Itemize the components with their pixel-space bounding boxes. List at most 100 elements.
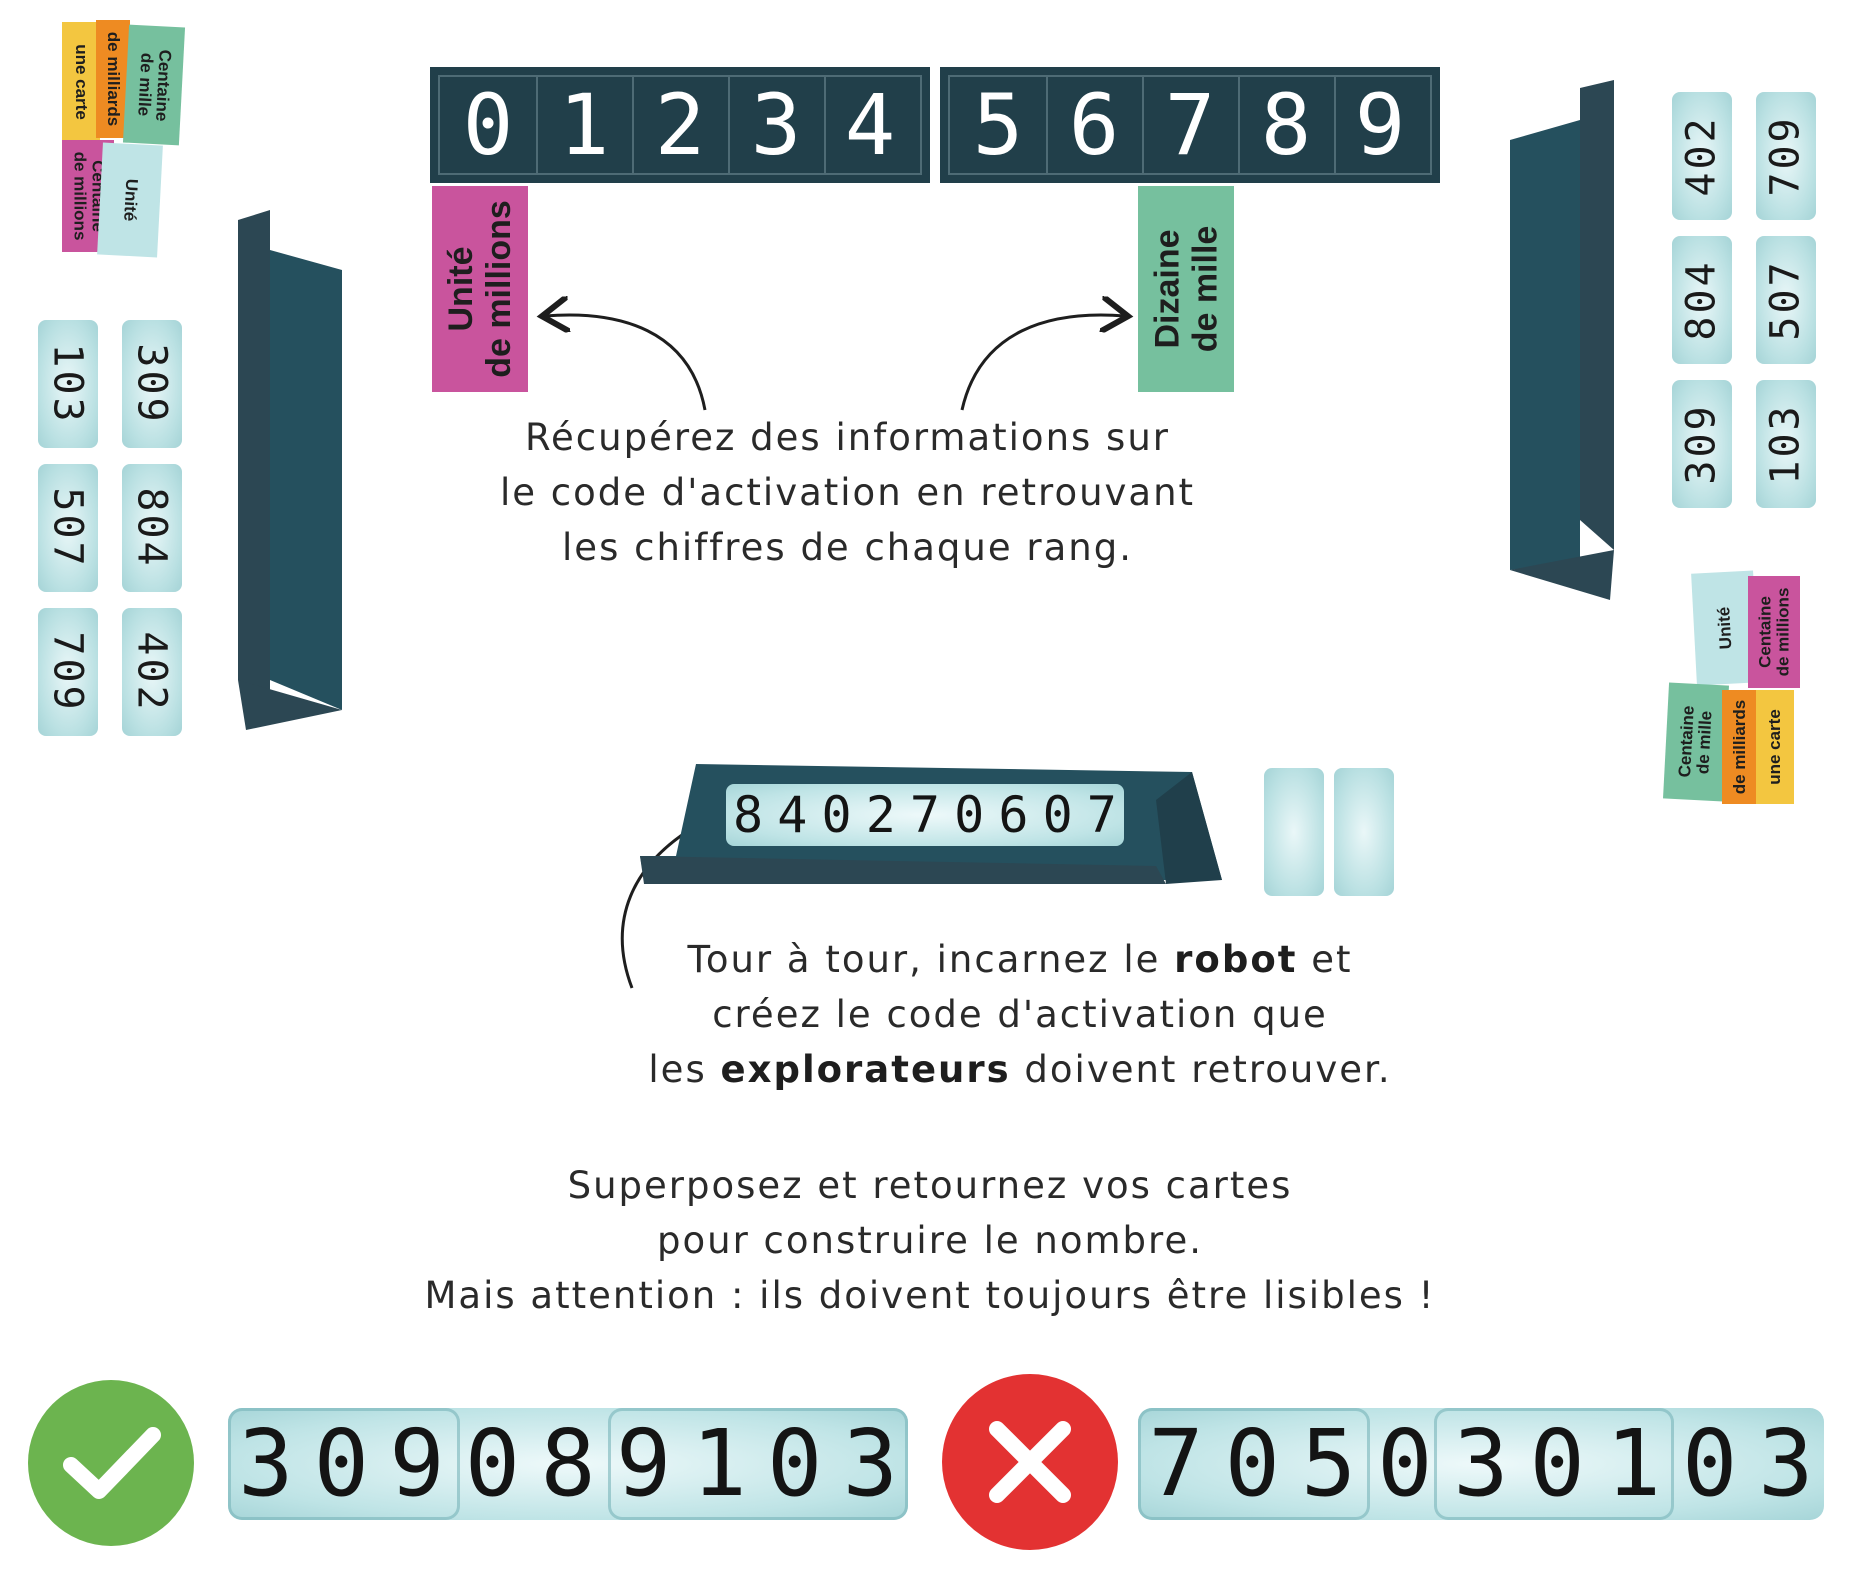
number-card[interactable]: 103: [38, 320, 98, 448]
turn-line: Tour à tour, incarnez le robot et: [620, 932, 1420, 987]
intro-text: Récupérez des informations sur le code d…: [430, 410, 1265, 575]
digit-cell: 3: [728, 76, 826, 174]
digit-cell: 2: [632, 76, 730, 174]
digit-cell: 5: [950, 76, 1048, 174]
turn-robot-word: robot: [1174, 938, 1298, 981]
card-number: 804: [129, 487, 175, 569]
example-digit: 1: [1605, 1410, 1662, 1517]
tag-text: Centaine de mille: [1675, 705, 1716, 778]
card-number: 709: [1763, 115, 1809, 197]
card-number: 507: [45, 487, 91, 569]
code-digit: 8: [733, 786, 764, 844]
number-card[interactable]: 402: [122, 608, 182, 736]
number-card[interactable]: 804: [1672, 236, 1732, 364]
card-number: 309: [129, 343, 175, 425]
code-digit: 6: [998, 786, 1029, 844]
turn-explorateurs-word: explorateurs: [720, 1048, 1011, 1091]
number-card[interactable]: 507: [1756, 236, 1816, 364]
tag-centaine-millions: Centaine de millions: [1748, 576, 1800, 688]
turn-fragment: doivent retrouver.: [1010, 1048, 1392, 1091]
tag-text: de milliards: [104, 31, 124, 127]
digit-cell: 1: [536, 76, 634, 174]
example-digit: 3: [842, 1410, 898, 1517]
tag-text: de milliards: [1730, 699, 1750, 795]
card-number: 103: [1763, 403, 1809, 485]
example-digit: 9: [615, 1410, 672, 1517]
code-digit: 0: [954, 786, 985, 844]
turn-fragment: Tour à tour, incarnez le: [687, 938, 1175, 981]
tag-une-carte: une carte: [62, 22, 100, 142]
card-number: 804: [1679, 259, 1725, 341]
digit-cell: 6: [1046, 76, 1144, 174]
digit-strip-left: 0 1 2 3 4: [430, 67, 930, 183]
number-card[interactable]: 709: [38, 608, 98, 736]
example-digit: 0: [464, 1410, 521, 1517]
digit-strip-right: 5 6 7 8 9: [940, 67, 1440, 183]
example-digit: 3: [1758, 1410, 1814, 1517]
digit-cell: 8: [1238, 76, 1336, 174]
card-number: 709: [45, 631, 91, 713]
example-digit: 3: [238, 1410, 294, 1517]
number-card[interactable]: 507: [38, 464, 98, 592]
digit-cell: 7: [1142, 76, 1240, 174]
tag-text: Centaine de mille: [134, 49, 175, 122]
card-stand-left: [238, 210, 342, 730]
example-digit: 7: [1148, 1410, 1204, 1517]
blank-card[interactable]: [1334, 768, 1394, 896]
card-edge: [608, 1408, 908, 1520]
digit-cell: 0: [440, 76, 538, 174]
close-icon: [942, 1374, 1118, 1550]
tag-une-carte: une carte: [1756, 690, 1794, 804]
card-number: 402: [1679, 115, 1725, 197]
digit-cell: 4: [844, 76, 896, 174]
bad-example-bar: 7 0 5 0 3 0 1 0 3: [1138, 1408, 1824, 1520]
turn-line: créez le code d'activation que: [712, 993, 1328, 1036]
label-dizaine-mille: Dizaine de mille: [1138, 186, 1234, 392]
card-edge: [1434, 1408, 1674, 1520]
tag-text: une carte: [72, 44, 91, 120]
example-digit: 5: [1300, 1410, 1357, 1517]
tag-text: une carte: [1765, 709, 1784, 785]
tag-text: Unité: [1713, 606, 1736, 650]
example-digit: 0: [767, 1410, 823, 1517]
stack-line: Superposez et retournez vos cartes: [567, 1164, 1293, 1207]
check-icon: [28, 1380, 194, 1546]
card-number: 402: [129, 631, 175, 713]
number-card[interactable]: 804: [122, 464, 182, 592]
number-card[interactable]: 309: [122, 320, 182, 448]
code-digit: 7: [909, 786, 941, 844]
turn-fragment: et: [1297, 938, 1353, 981]
tag-text: Centaine de millions: [1755, 587, 1793, 677]
example-digit: 0: [313, 1410, 370, 1517]
number-card[interactable]: 309: [1672, 380, 1732, 508]
tag-unite: Unité: [97, 142, 163, 258]
card-stand-right: [1510, 80, 1614, 600]
card-edge: [228, 1408, 460, 1520]
label-unite-millions: Unité de millions: [432, 186, 528, 392]
stack-line: Mais attention : ils doivent toujours êt…: [424, 1274, 1436, 1317]
code-digit: 7: [1086, 786, 1117, 844]
blank-card[interactable]: [1264, 768, 1324, 896]
code-digit: 4: [777, 786, 808, 844]
robot-code-display: 8 4 0 2 7 0 6 0 7: [726, 784, 1124, 846]
example-digit: 3: [1453, 1410, 1509, 1517]
turn-text: Tour à tour, incarnez le robot et créez …: [620, 932, 1420, 1097]
stack-line: pour construire le nombre.: [657, 1219, 1203, 1262]
intro-line: le code d'activation en retrouvant: [499, 471, 1196, 514]
example-digit: 1: [691, 1410, 747, 1517]
example-digit: 0: [1377, 1410, 1433, 1517]
number-card[interactable]: 709: [1756, 92, 1816, 220]
example-digit: 0: [1681, 1410, 1738, 1517]
number-card[interactable]: 103: [1756, 380, 1816, 508]
tag-text: Unité: [119, 178, 142, 222]
turn-line: les explorateurs doivent retrouver.: [620, 1042, 1420, 1097]
example-digit: 8: [540, 1410, 596, 1517]
card-edge: [1138, 1408, 1370, 1520]
example-digit: 9: [389, 1410, 445, 1517]
number-card[interactable]: 402: [1672, 92, 1732, 220]
example-digit: 0: [1224, 1410, 1281, 1517]
turn-fragment: les: [648, 1048, 721, 1091]
card-number: 103: [45, 343, 91, 425]
code-digit: 0: [821, 786, 852, 844]
tag-milliards: de milliards: [1722, 690, 1758, 804]
